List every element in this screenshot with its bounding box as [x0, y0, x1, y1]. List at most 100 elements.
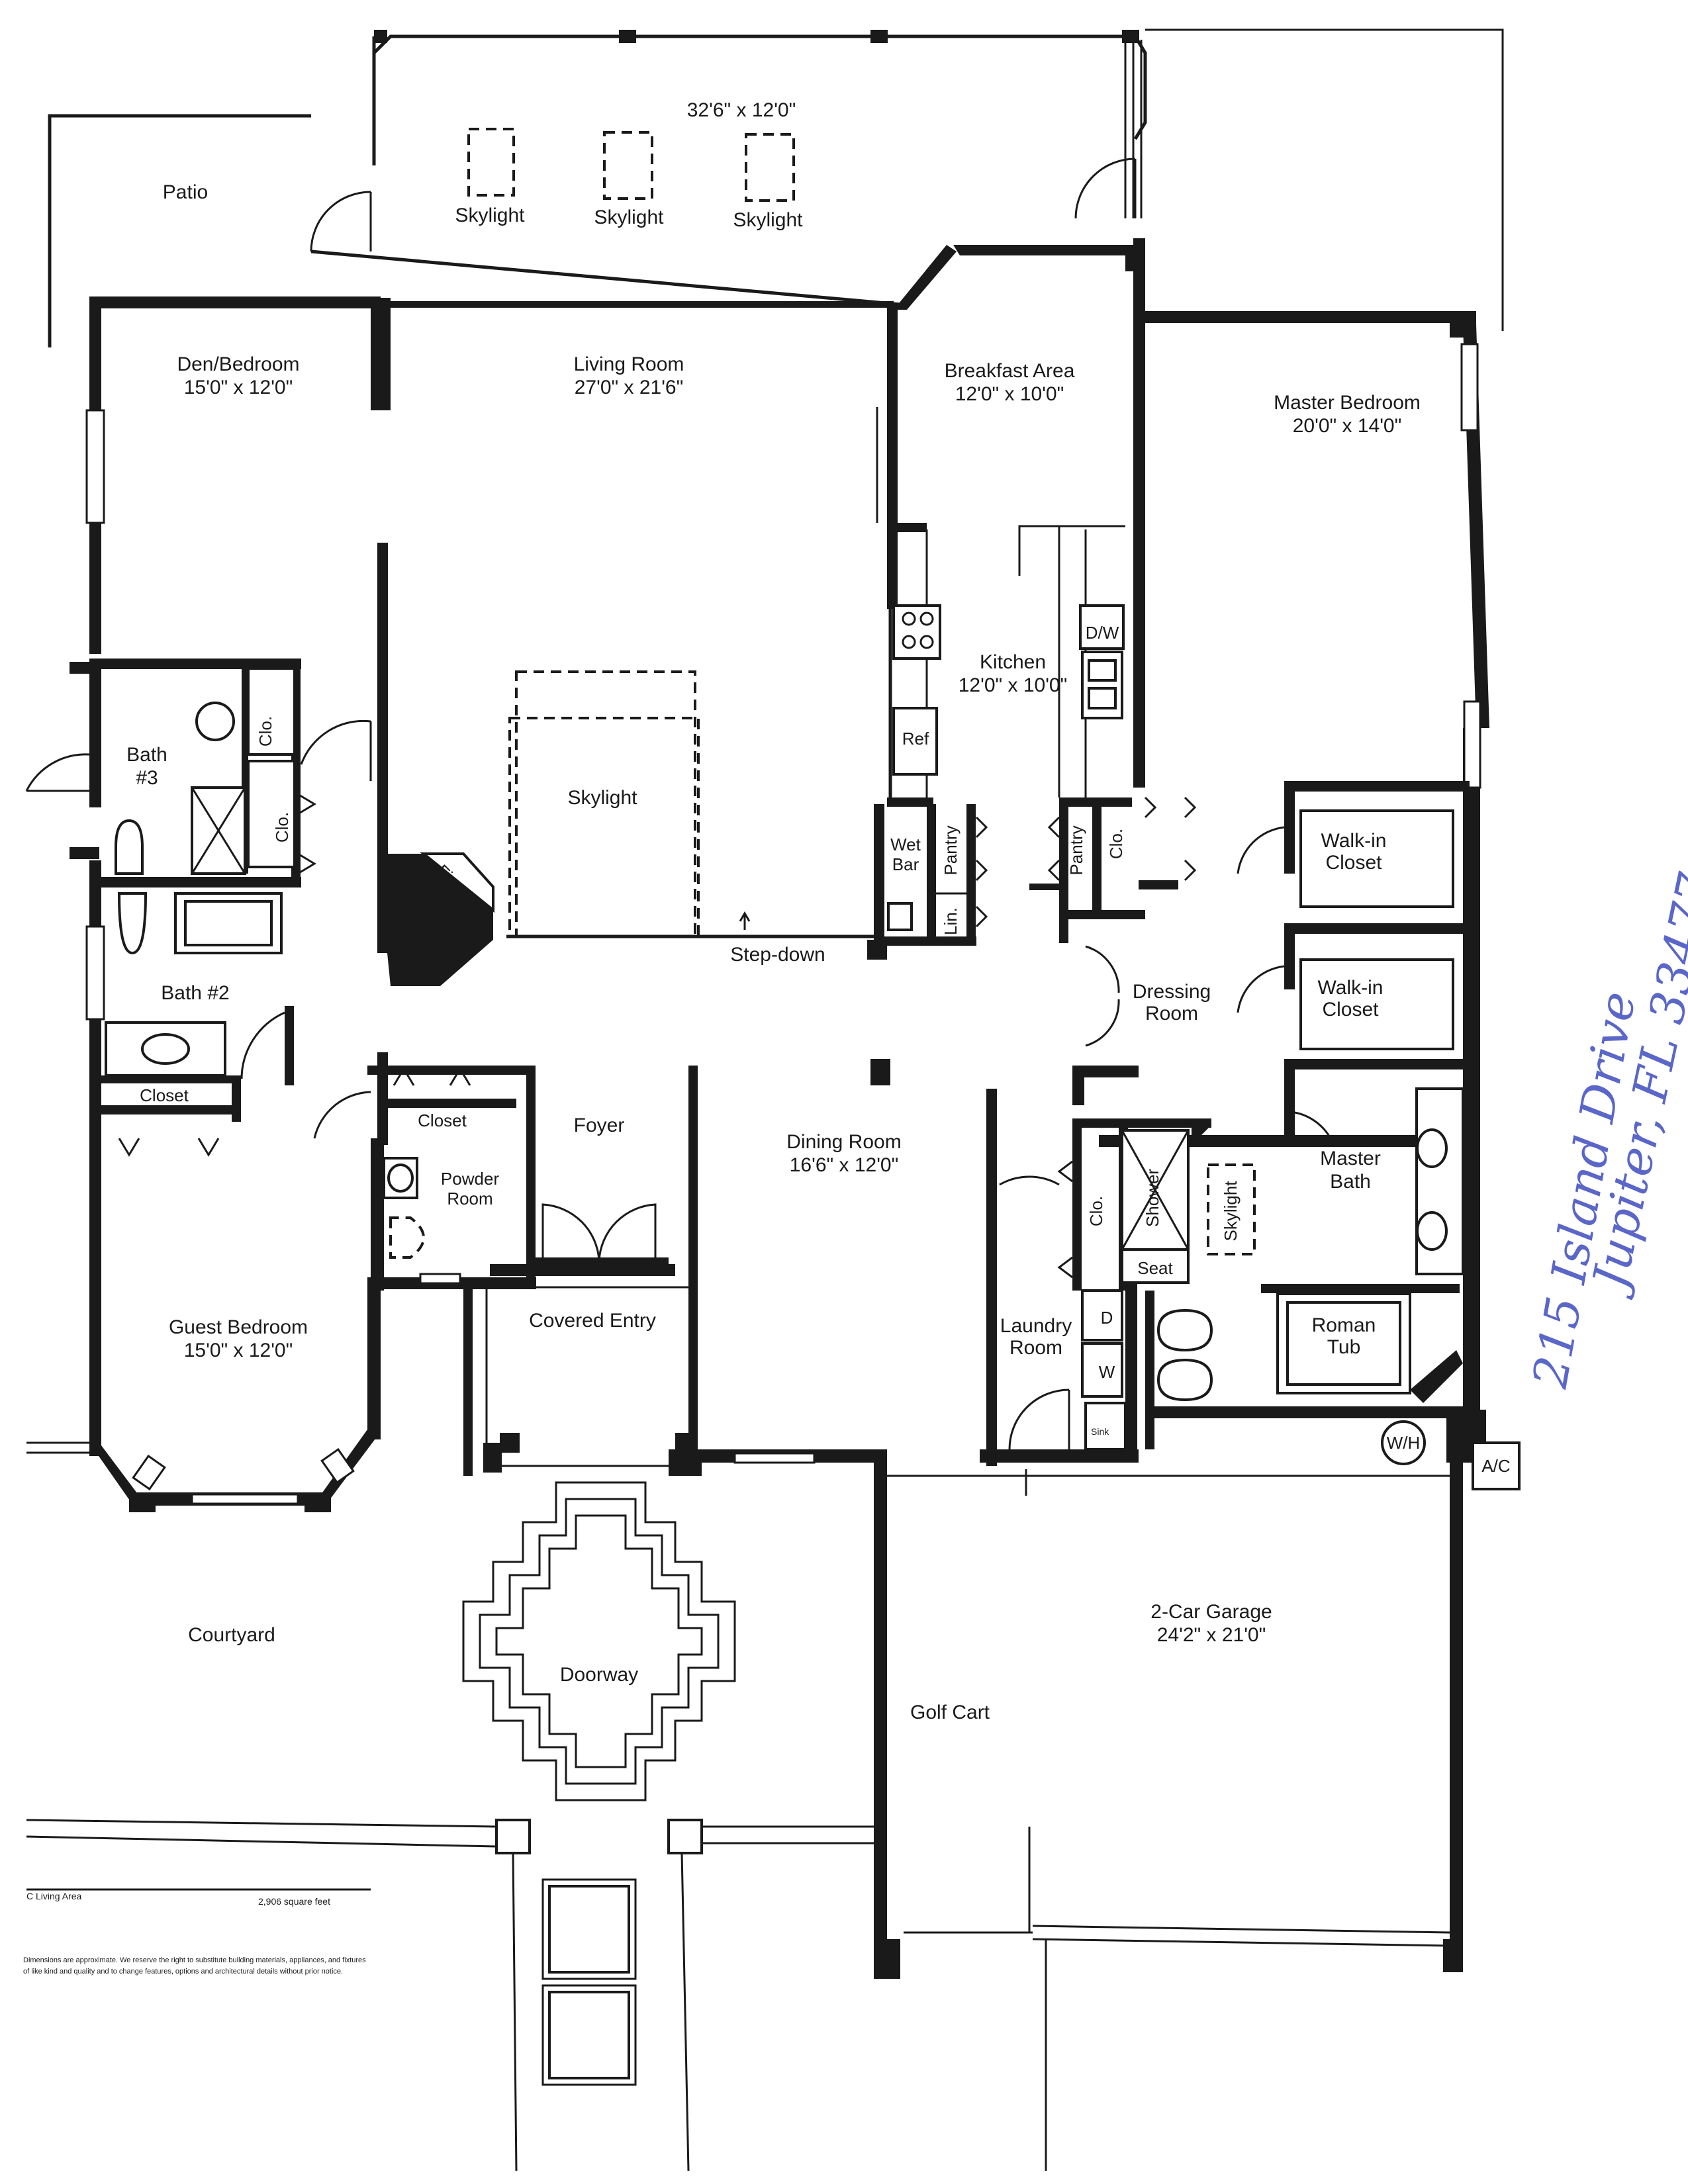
wet-bar-pantry: [874, 796, 1197, 946]
step-down: [506, 911, 874, 938]
dressing-room-label-1: Dressing: [1133, 981, 1211, 1003]
washer-label: W: [1099, 1362, 1115, 1382]
living-skylight-label: Skylight: [567, 787, 637, 809]
sunroom-skylight-1: [467, 128, 515, 197]
disclaimer-line-1: Dimensions are approximate. We reserve t…: [23, 1956, 366, 1964]
sunroom-skylight-label-3: Skylight: [733, 209, 803, 231]
master-closet-clo-label: Clo.: [1106, 829, 1126, 859]
breakfast-dimensions: 12'0" x 10'0": [955, 383, 1064, 405]
front-doors: [533, 1203, 669, 1267]
sunroom-skylight-2: [603, 131, 653, 200]
laundry-label-2: Room: [1009, 1337, 1062, 1359]
den-dimensions: 15'0" x 12'0": [184, 377, 293, 398]
sunroom-dimensions: 32'6" x 12'0": [687, 99, 796, 121]
master-bath: [999, 1087, 1464, 1403]
water-heater: [1381, 1420, 1426, 1465]
exterior-walls: [70, 238, 1489, 1972]
sunroom-skylight-3: [745, 133, 795, 202]
bath3-closet-label-2: Clo.: [272, 812, 292, 842]
walk-in-closets: [1085, 781, 1470, 1139]
kitchen-name: Kitchen: [980, 651, 1046, 673]
master-bath-label-2: Bath: [1330, 1171, 1371, 1193]
guest-bedroom-dimensions: 15'0" x 12'0": [184, 1340, 293, 1361]
doorway-path: [26, 1441, 874, 2171]
foyer-label: Foyer: [574, 1115, 625, 1136]
ac-label: A/C: [1481, 1456, 1510, 1476]
roman-tub-label-1: Roman: [1312, 1314, 1376, 1336]
water-heater-label: W/H: [1387, 1433, 1421, 1453]
seat-label: Seat: [1137, 1258, 1173, 1278]
breakfast-name: Breakfast Area: [945, 360, 1075, 382]
dining-window: [733, 1452, 816, 1464]
laundry-label-1: Laundry: [1000, 1315, 1072, 1337]
refrigerator-label: Ref: [902, 729, 929, 749]
golf-cart-label: Golf Cart: [910, 1702, 990, 1723]
kitchen-dimensions: 12'0" x 10'0": [959, 674, 1068, 696]
sink-label: Sink: [1091, 1426, 1109, 1437]
fireplace: [387, 852, 494, 986]
living-area-label: C Living Area: [26, 1891, 81, 1901]
covered-entry: [485, 1286, 695, 1467]
linen-label: Lin.: [941, 907, 961, 935]
powder-window: [419, 1273, 461, 1285]
walk-in-closet-2-label-2: Closet: [1322, 999, 1379, 1021]
dryer-label: D: [1101, 1308, 1113, 1328]
bath2: [99, 892, 371, 1157]
bath3-label-1: Bath: [126, 744, 167, 766]
powder-room-label-1: Powder: [441, 1169, 499, 1189]
master-window-1: [1460, 343, 1479, 432]
bath2-label: Bath #2: [161, 982, 229, 1004]
powder-room: [377, 1067, 516, 1259]
walk-in-closet-2-label-1: Walk-in: [1318, 977, 1383, 999]
master-window-2: [1463, 700, 1481, 789]
dishwasher-label: D/W: [1086, 623, 1119, 643]
guest-bedroom-name: Guest Bedroom: [169, 1316, 308, 1338]
kitchen-cabinets: [887, 523, 1132, 807]
master-bath-closet-label: Clo.: [1086, 1196, 1106, 1226]
wet-bar-label-1: Wet: [890, 835, 921, 854]
powder-closet-label: Closet: [418, 1111, 467, 1130]
dining-room-name: Dining Room: [786, 1131, 901, 1153]
living-room-name: Living Room: [574, 353, 684, 375]
dining-room-dimensions: 16'6" x 12'0": [790, 1154, 899, 1176]
courtyard-label: Courtyard: [188, 1624, 275, 1646]
laundry-room: [1008, 1289, 1213, 1496]
dressing-room-label-2: Room: [1145, 1003, 1198, 1024]
bath3: [25, 659, 372, 887]
master-bedroom-dimensions: 20'0" x 14'0": [1293, 415, 1402, 437]
den-window: [85, 409, 105, 524]
master-bath-skylight-label: Skylight: [1221, 1181, 1241, 1242]
patio-label: Patio: [163, 181, 208, 203]
covered-entry-label: Covered Entry: [529, 1310, 656, 1332]
guest-bedroom-walls: [89, 1277, 381, 1512]
bath3-label-2: #3: [136, 767, 158, 789]
master-bath-label-1: Master: [1320, 1148, 1381, 1169]
living-room-dimensions: 27'0" x 21'6": [575, 377, 684, 398]
bath2-window: [85, 925, 105, 1021]
bath2-closet-label: Closet: [140, 1085, 189, 1105]
pantry-label-2: Pantry: [1066, 825, 1086, 875]
garage-name: 2-Car Garage: [1150, 1601, 1272, 1623]
garage: [887, 1475, 1450, 2171]
garage-dimensions: 24'2" x 21'0": [1157, 1624, 1266, 1646]
walk-in-closet-1-label-1: Walk-in: [1321, 830, 1387, 852]
roman-tub-label-2: Tub: [1327, 1336, 1361, 1358]
walk-in-closet-1-label-2: Closet: [1325, 852, 1382, 874]
pantry-label-1: Pantry: [941, 825, 961, 875]
ac-unit: [1472, 1441, 1521, 1490]
master-bedroom-name: Master Bedroom: [1274, 392, 1421, 414]
dining-column: [870, 1059, 888, 1085]
patio-outline: [48, 28, 1504, 347]
wet-bar-label-2: Bar: [892, 854, 919, 874]
disclaimer-line-2: of like kind and quality and to change f…: [23, 1968, 343, 1976]
step-down-label: Step-down: [730, 944, 825, 966]
shower-label: Shower: [1143, 1169, 1162, 1227]
sunroom-skylight-label-1: Skylight: [455, 205, 525, 226]
den-name: Den/Bedroom: [177, 353, 299, 375]
square-feet-label: 2,906 square feet: [258, 1896, 330, 1907]
bath3-closet-label-1: Clo.: [256, 716, 275, 747]
doorway-label: Doorway: [560, 1664, 638, 1686]
sunroom-skylight-label-2: Skylight: [594, 206, 664, 228]
powder-room-label-2: Room: [447, 1189, 492, 1208]
